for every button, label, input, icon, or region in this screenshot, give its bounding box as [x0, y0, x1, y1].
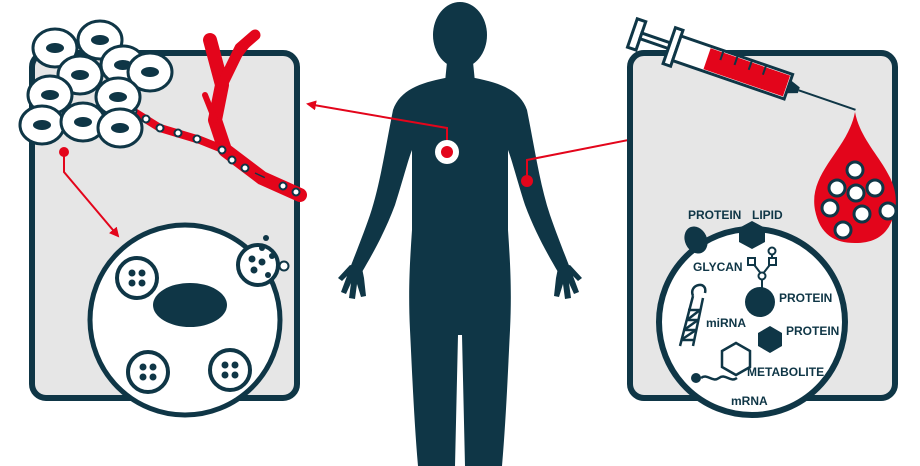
protein-top-label: PROTEIN: [688, 208, 741, 222]
protein-mid-label: PROTEIN: [779, 291, 832, 305]
protein-mid-icon: [745, 287, 775, 317]
human-silhouette-icon: [338, 2, 582, 466]
mrna-label: mRNA: [731, 394, 768, 408]
glycan-label: GLYCAN: [693, 260, 743, 274]
mirna-label: miRNA: [706, 316, 746, 330]
metabolite-label: METABOLITE: [747, 365, 824, 379]
lipid-label: LIPID: [752, 208, 783, 222]
protein-low-label: PROTEIN: [786, 324, 839, 338]
